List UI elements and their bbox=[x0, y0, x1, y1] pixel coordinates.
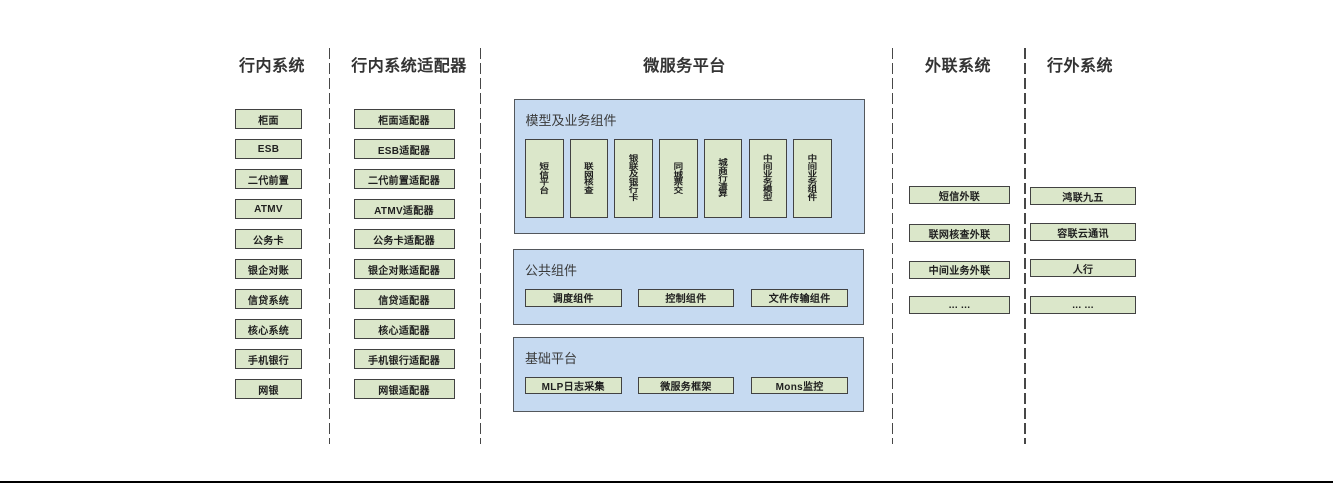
diagram-node: 网银 bbox=[235, 379, 302, 399]
diagram-node: 中间业务外联 bbox=[909, 260, 1010, 279]
diagram-node-label: 中 间 业 务 组 件 bbox=[807, 154, 818, 203]
diagram-node: MLP日志采集 bbox=[525, 376, 622, 394]
divider-line-3 bbox=[891, 48, 894, 444]
diagram-node-label: 联 网 核 查 bbox=[584, 162, 594, 195]
panel-base-platform: 基础平台 MLP日志采集 微服务框架 Mons监控 bbox=[513, 336, 864, 412]
diagram-node: ATMV bbox=[235, 199, 302, 219]
column-header-internal-adapters: 行内系统适配器 bbox=[351, 58, 467, 75]
diagram-node: 手机银行适配器 bbox=[353, 349, 455, 369]
diagram-node-label: 银 联 及 银 行 卡 bbox=[628, 154, 639, 203]
column-header-microservice-platform: 微服务平台 bbox=[643, 58, 726, 75]
diagram-node: 同 城 票 交 bbox=[659, 139, 698, 218]
diagram-node: 人行 bbox=[1030, 259, 1136, 277]
diagram-node: 手机银行 bbox=[235, 349, 302, 369]
diagram-node: 网银适配器 bbox=[353, 379, 455, 399]
diagram-node: 银企对账适配器 bbox=[353, 259, 455, 279]
diagram-node: 公务卡 bbox=[235, 229, 302, 249]
column-header-outside-systems: 行外系统 bbox=[1046, 58, 1113, 75]
diagram-node: 二代前置适配器 bbox=[353, 169, 455, 189]
diagram-node: 核心系统 bbox=[235, 319, 302, 339]
diagram-node: 信贷系统 bbox=[235, 289, 302, 309]
divider-line-4 bbox=[1024, 48, 1026, 444]
diagram-node: 调度组件 bbox=[525, 289, 622, 307]
diagram-node-label: 短 信 平 台 bbox=[539, 162, 549, 195]
panel-title: 模型及业务组件 bbox=[525, 112, 617, 128]
diagram-node: 微服务框架 bbox=[637, 376, 735, 394]
diagram-node: ATMV适配器 bbox=[353, 199, 455, 219]
diagram-node: 二代前置 bbox=[235, 169, 302, 189]
diagram-node-label: 中 间 业 务 模 型 bbox=[762, 154, 773, 203]
diagram-node-label: 同 城 票 交 bbox=[673, 162, 684, 195]
panel-title: 基础平台 bbox=[525, 350, 578, 366]
diagram-node: 短信外联 bbox=[909, 186, 1010, 204]
diagram-node: 公务卡适配器 bbox=[353, 229, 455, 249]
diagram-node: 信贷适配器 bbox=[353, 289, 455, 309]
divider-line-1 bbox=[328, 48, 330, 444]
panel-title: 公共组件 bbox=[525, 263, 578, 278]
panel-common-components: 公共组件 调度组件 控制组件 文件传输组件 bbox=[513, 249, 864, 325]
diagram-node: ... ... bbox=[909, 296, 1010, 314]
diagram-node: 银企对账 bbox=[235, 259, 302, 279]
diagram-node: 城 商 行 清 算 bbox=[703, 139, 743, 218]
diagram-node: 联 网 核 查 bbox=[569, 139, 609, 218]
diagram-node: ESB适配器 bbox=[353, 139, 455, 159]
diagram-node: 联网核查外联 bbox=[909, 224, 1010, 242]
diagram-node: 短 信 平 台 bbox=[525, 139, 564, 218]
column-header-external-link-systems: 外联系统 bbox=[924, 58, 991, 75]
diagram-node: 核心适配器 bbox=[353, 319, 455, 339]
diagram-node: 中 间 业 务 组 件 bbox=[793, 139, 832, 218]
divider-line-2 bbox=[480, 48, 482, 444]
diagram-node: Mons监控 bbox=[751, 376, 848, 394]
diagram-node: 柜面 bbox=[235, 109, 302, 129]
diagram-node: 容联云通讯 bbox=[1030, 223, 1136, 241]
diagram-node-label: 城 商 行 清 算 bbox=[718, 158, 728, 199]
diagram-node: ... ... bbox=[1030, 296, 1136, 314]
bottom-rule bbox=[0, 480, 1333, 483]
diagram-node: 中 间 业 务 模 型 bbox=[748, 139, 787, 218]
diagram-node: 银 联 及 银 行 卡 bbox=[614, 139, 653, 218]
panel-model-business-components: 模型及业务组件 短 信 平 台 联 网 核 查 银 联 及 银 行 卡 同 城 … bbox=[513, 98, 865, 234]
column-header-internal-systems: 行内系统 bbox=[238, 58, 305, 75]
diagram-node: 柜面适配器 bbox=[353, 109, 455, 129]
diagram-node: 文件传输组件 bbox=[751, 289, 848, 307]
diagram-node: ESB bbox=[235, 139, 302, 159]
diagram-node: 鸿联九五 bbox=[1030, 187, 1136, 205]
diagram-node: 控制组件 bbox=[637, 289, 735, 307]
